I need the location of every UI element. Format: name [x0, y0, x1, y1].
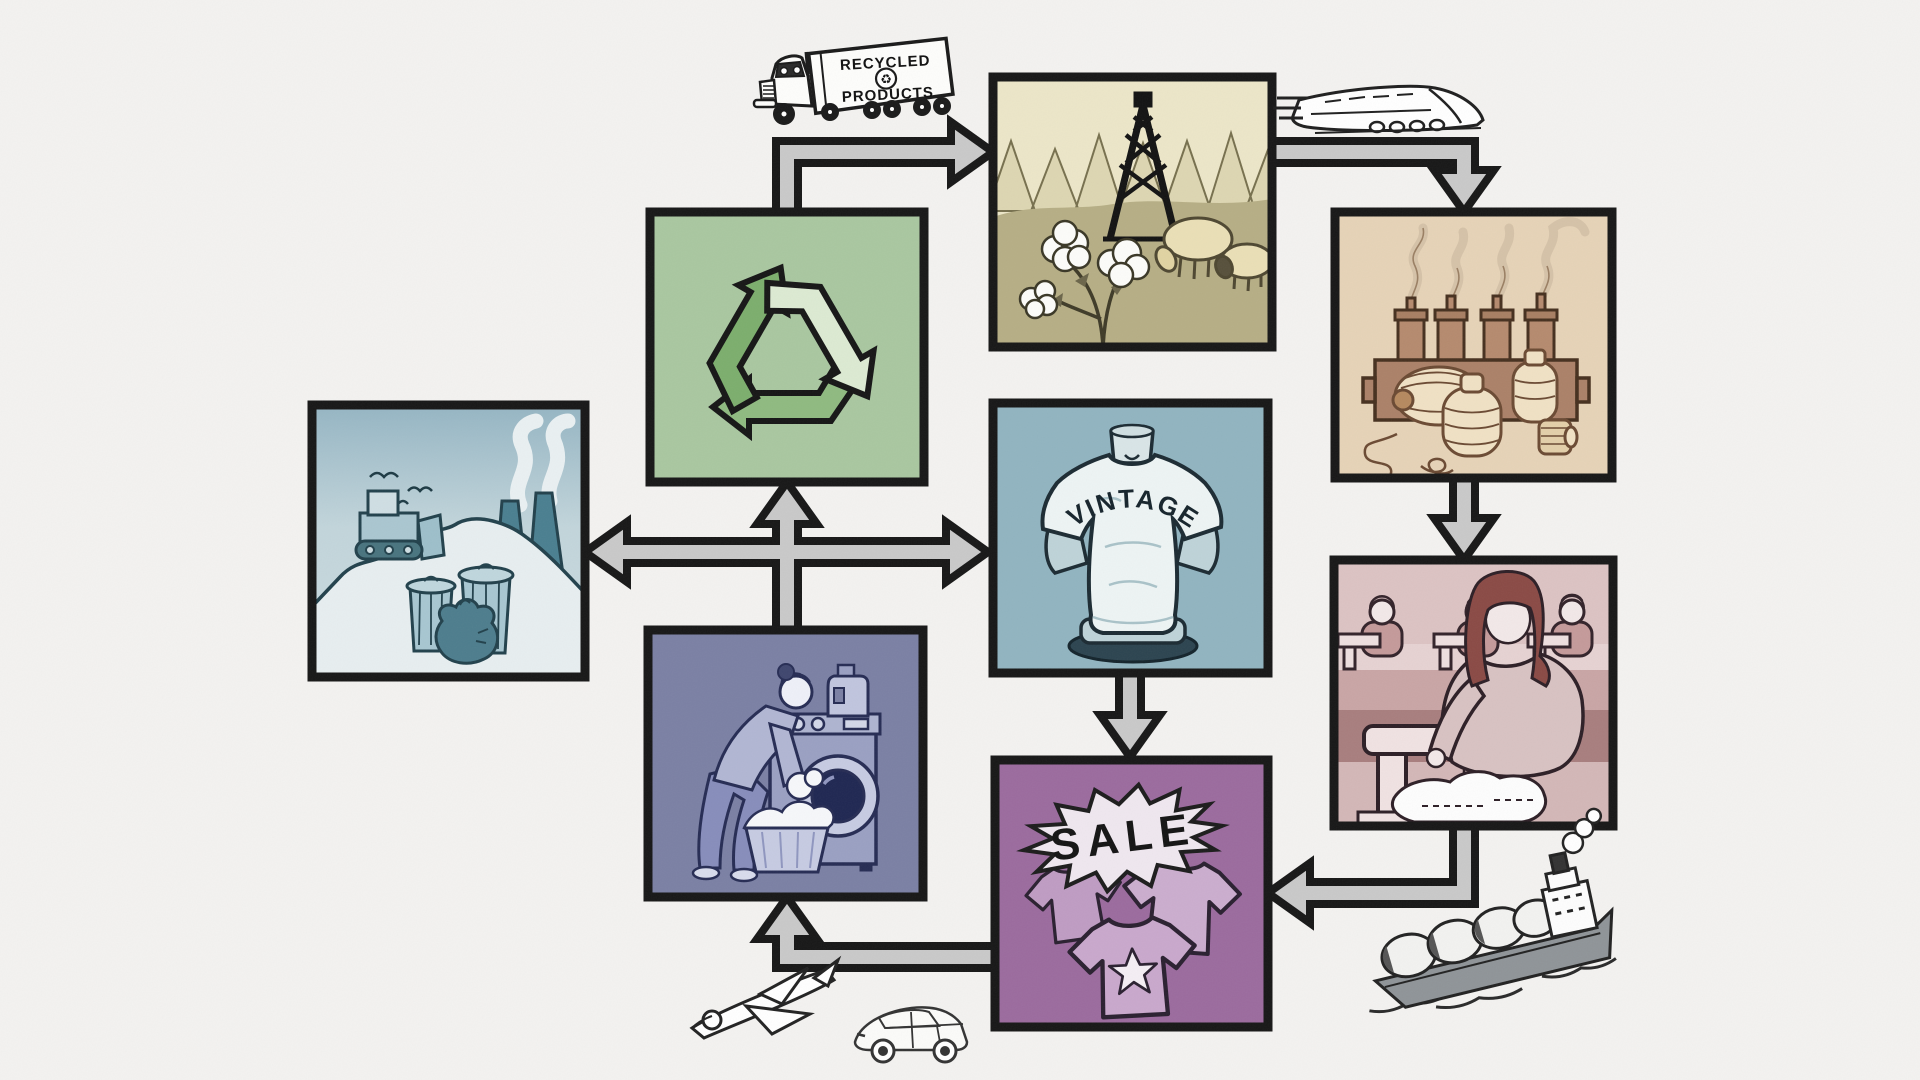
grain-overlay: [0, 0, 1920, 1080]
lifecycle-diagram: VINTAGE: [0, 0, 1920, 1080]
